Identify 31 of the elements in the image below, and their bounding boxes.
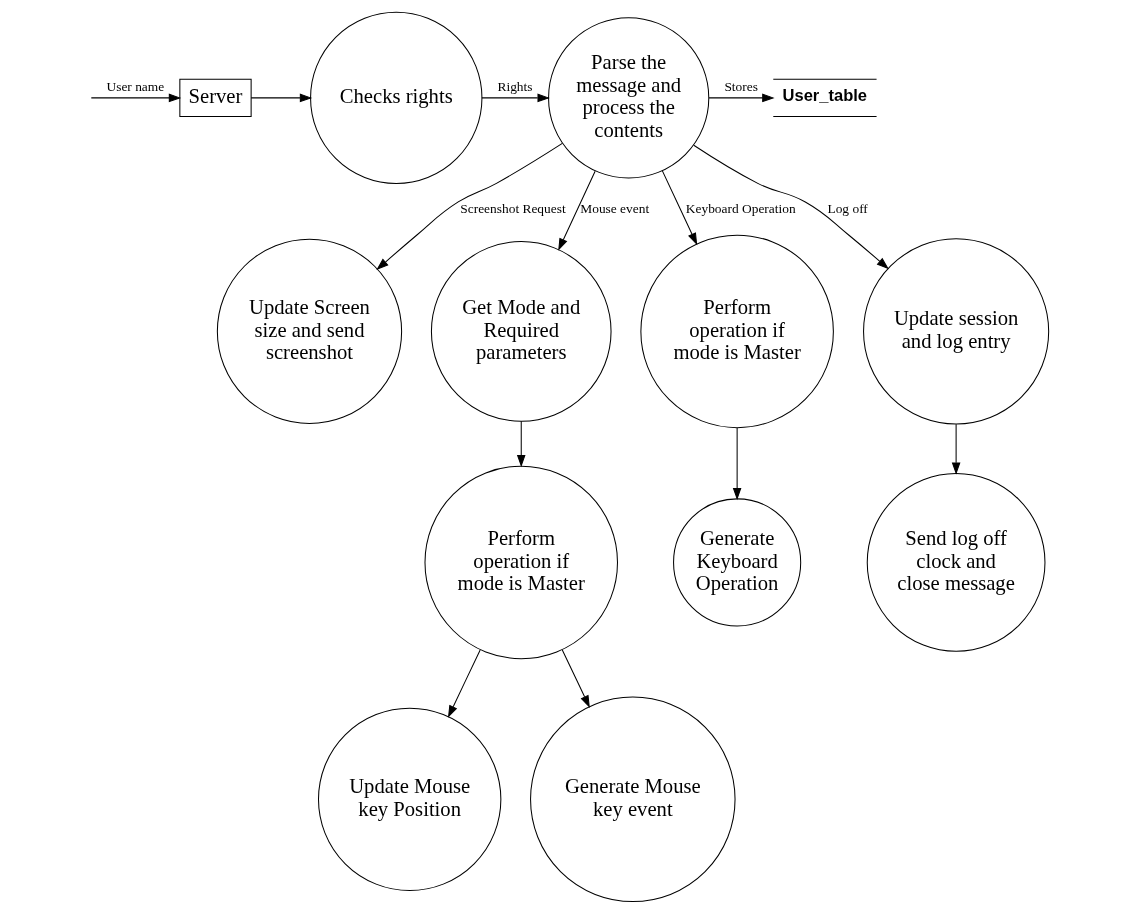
node-circle: Parse the message and process the contents	[548, 17, 710, 179]
arrow	[661, 170, 698, 246]
arrow	[561, 649, 590, 708]
node-circle: Get Mode and Required parameters	[430, 241, 612, 422]
edge-label: Screenshot Request	[460, 200, 566, 216]
arrow	[558, 170, 596, 251]
arrow	[732, 427, 742, 501]
node-circle: Update session and log entry	[863, 238, 1050, 425]
node-circle: Generate Keyboard Operation	[673, 498, 802, 627]
edge-label: Log off	[827, 200, 868, 216]
edge-label: Mouse event	[580, 200, 650, 216]
edge-label: Keyboard Operation	[685, 200, 796, 216]
node-box: Server	[179, 78, 252, 117]
node-text: User_table	[782, 85, 868, 105]
edge-label: User name	[106, 79, 165, 95]
arrow	[481, 93, 550, 103]
edge-label: Rights	[497, 79, 533, 95]
arrow	[951, 423, 961, 475]
node-circle: Update Screen size and send screenshot	[216, 238, 403, 425]
arrow	[447, 649, 481, 718]
arrow	[376, 142, 563, 271]
edge-label: Stores	[724, 79, 758, 95]
arrow	[90, 93, 182, 103]
node-circle: Update Mouse key Position	[317, 707, 502, 892]
node-circle: Send log off clock and close message	[866, 473, 1046, 652]
arrow	[693, 144, 889, 270]
node-circle: Perform operation if mode is Master	[424, 465, 618, 660]
arrow	[516, 420, 526, 468]
arrow	[708, 93, 775, 103]
arrow	[250, 93, 313, 103]
node-circle: Checks rights	[310, 11, 483, 185]
